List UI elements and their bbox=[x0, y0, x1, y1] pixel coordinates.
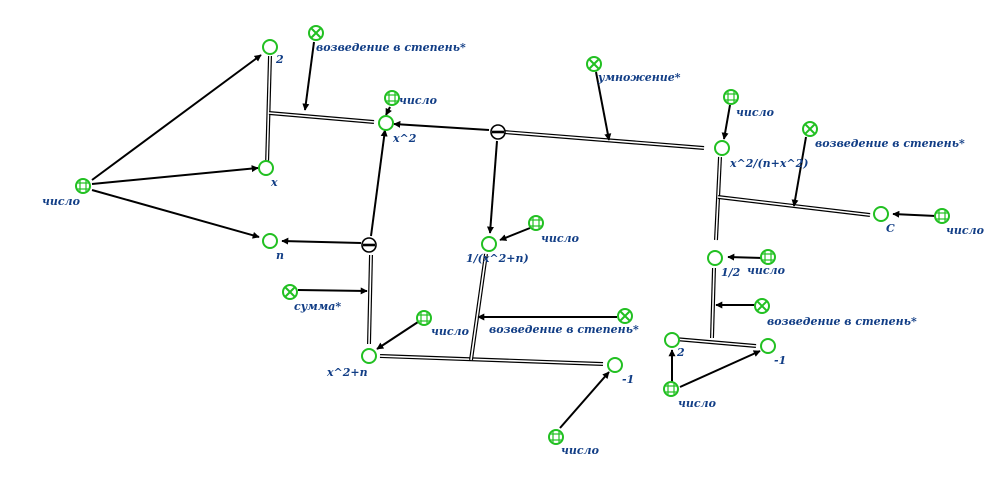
var-2-top-label: 2 bbox=[275, 53, 284, 66]
var-node-m1-low[interactable] bbox=[760, 338, 776, 354]
arrow bbox=[297, 287, 368, 295]
op-mul-node[interactable] bbox=[586, 56, 602, 72]
var-x-label: x bbox=[270, 176, 278, 189]
var-node-x2[interactable] bbox=[378, 115, 394, 131]
var-half-label: 1/2 bbox=[721, 266, 741, 279]
arrow bbox=[791, 136, 807, 207]
var-m1-low-label: -1 bbox=[774, 354, 786, 367]
var-node-res[interactable] bbox=[714, 140, 730, 156]
var-node-half[interactable] bbox=[707, 250, 723, 266]
arrow bbox=[91, 189, 260, 239]
arrow bbox=[393, 120, 490, 131]
var-m1-mid-label: -1 bbox=[622, 373, 634, 386]
num-node-low[interactable] bbox=[663, 381, 679, 397]
op-pow-mid-label: возведение в степень* bbox=[489, 323, 639, 336]
op-pow-node-low[interactable] bbox=[754, 298, 770, 314]
num-node-top[interactable] bbox=[384, 90, 400, 106]
op-mul-label: умножение* bbox=[597, 71, 681, 84]
var-2-low-label: 2 bbox=[676, 346, 685, 359]
num-node-right-top[interactable] bbox=[723, 89, 739, 105]
var-node-2-low[interactable] bbox=[664, 332, 680, 348]
arrow bbox=[302, 41, 315, 111]
num-c-label: число bbox=[946, 224, 984, 237]
num-mid-low-label: число bbox=[431, 325, 469, 338]
var-res-label: x^2/(n+x^2) bbox=[729, 157, 809, 170]
num-node-mid-low[interactable] bbox=[416, 310, 432, 326]
op-pow-node-right[interactable] bbox=[802, 121, 818, 137]
arrow bbox=[679, 350, 761, 388]
var-node-n[interactable] bbox=[262, 233, 278, 249]
num-top-label: число bbox=[399, 94, 437, 107]
op-pow-low-label: возведение в степень* bbox=[767, 315, 917, 328]
var-node-2-top[interactable] bbox=[262, 39, 278, 55]
var-n-label: n bbox=[276, 249, 284, 262]
arrow bbox=[91, 54, 262, 181]
arrow bbox=[499, 227, 531, 241]
arrow bbox=[91, 165, 259, 185]
op-pow-right-label: возведение в степень* bbox=[815, 137, 965, 150]
op-sum-label: сумма* bbox=[294, 300, 341, 313]
arrow bbox=[727, 253, 764, 261]
num-node-left[interactable] bbox=[75, 178, 91, 194]
var-node-x[interactable] bbox=[258, 160, 274, 176]
var-x2-label: x^2 bbox=[392, 132, 417, 145]
arrow bbox=[385, 106, 392, 116]
arrow bbox=[370, 129, 388, 237]
var-inv-label: 1/(x^2+n) bbox=[466, 252, 529, 265]
arrow bbox=[721, 104, 731, 140]
arrows bbox=[91, 41, 937, 429]
nodes: число возведение в степень* 2 x n число … bbox=[42, 25, 984, 457]
var-x2n-label: x^2+n bbox=[326, 366, 368, 379]
double-links bbox=[265, 55, 871, 366]
num-low-label: число bbox=[678, 397, 716, 410]
arrow bbox=[559, 371, 610, 429]
num-center-label: число bbox=[541, 232, 579, 245]
dot-node-center[interactable] bbox=[490, 124, 506, 140]
arrow bbox=[892, 210, 937, 218]
arrow bbox=[376, 321, 419, 350]
var-node-c[interactable] bbox=[873, 206, 889, 222]
num-node-center[interactable] bbox=[528, 215, 544, 231]
var-node-inv[interactable] bbox=[481, 236, 497, 252]
num-left-label: число bbox=[42, 195, 80, 208]
dot-node-left[interactable] bbox=[361, 237, 377, 253]
arrow bbox=[595, 71, 612, 141]
arrow bbox=[486, 140, 498, 234]
num-right-top-label: число bbox=[736, 106, 774, 119]
op-pow-node-top[interactable] bbox=[308, 25, 324, 41]
var-node-m1-mid[interactable] bbox=[607, 357, 623, 373]
op-sum-node[interactable] bbox=[282, 284, 298, 300]
op-pow-node-mid[interactable] bbox=[617, 308, 633, 324]
var-c-label: C bbox=[886, 222, 895, 235]
num-bottom-label: число bbox=[561, 444, 599, 457]
num-node-c[interactable] bbox=[934, 208, 950, 224]
num-node-half[interactable] bbox=[760, 249, 776, 265]
op-pow-top-label: возведение в степень* bbox=[316, 41, 466, 54]
num-half-label: число bbox=[747, 264, 785, 277]
var-node-x2n[interactable] bbox=[361, 348, 377, 364]
num-node-bottom[interactable] bbox=[548, 429, 564, 445]
arrow bbox=[281, 237, 362, 245]
